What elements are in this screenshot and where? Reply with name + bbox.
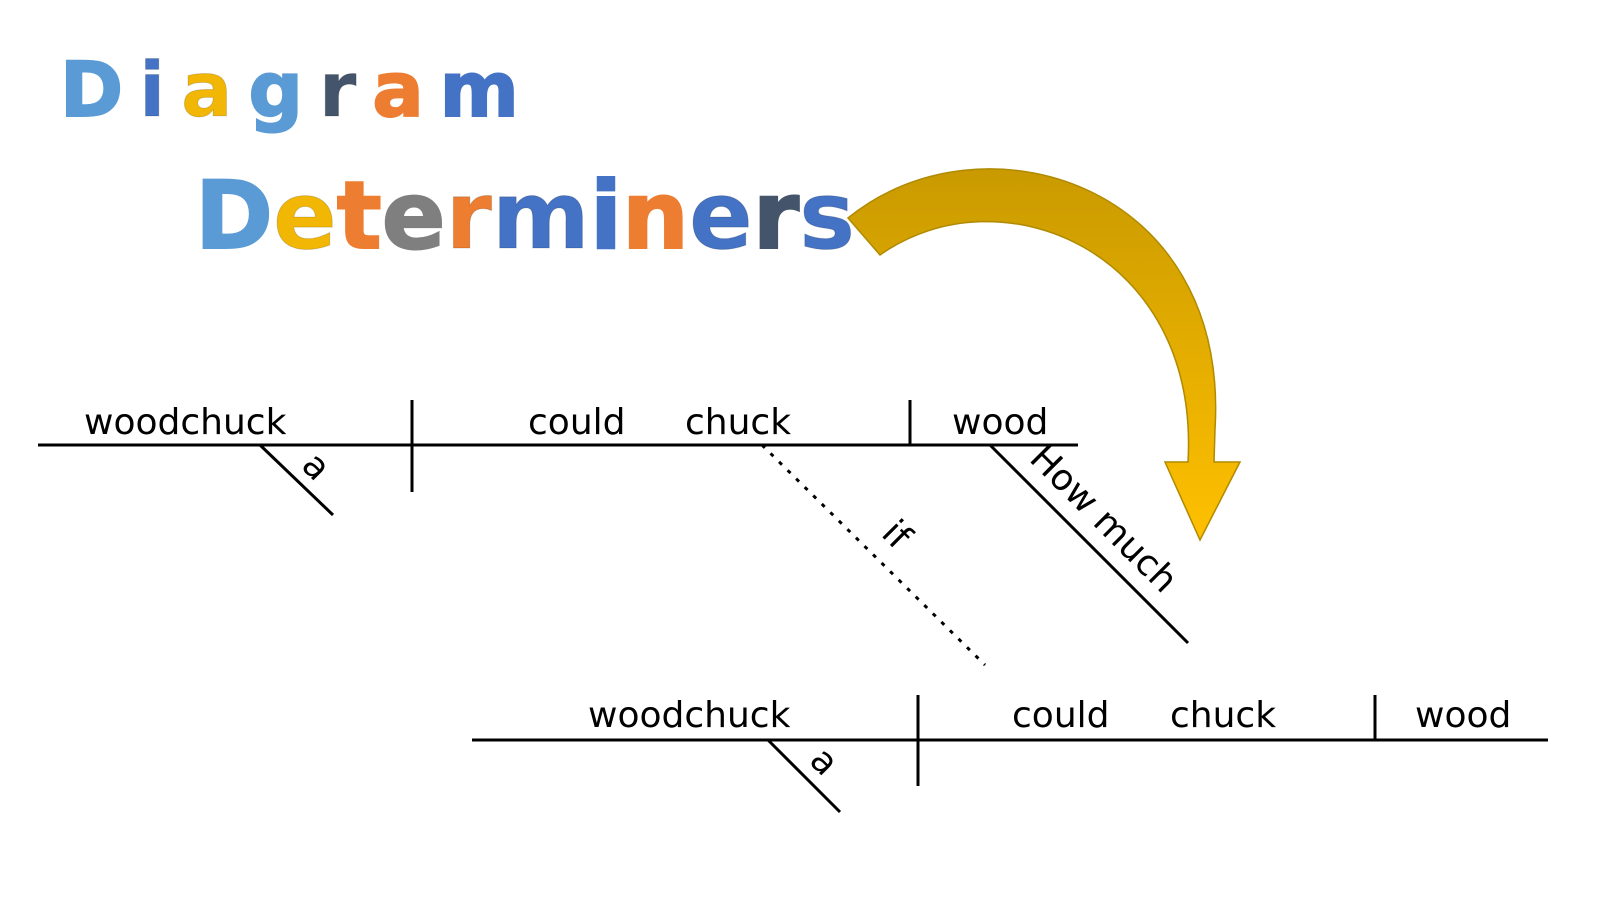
diagram-1: woodchuck could chuck wood a How much if [38,400,1190,667]
title-determiners: Determiners [194,162,856,271]
title-determiners-letter: n [621,162,690,271]
modifier-slant-a-1 [258,443,335,517]
modifier-slant-a-2 [766,738,842,814]
title-determiners-letter: t [336,162,383,271]
title-determiners-letter: e [381,162,447,271]
title-determiners-letter: r [445,162,492,271]
modifier-slant-howmuch [988,443,1190,645]
verb-helper-text-1: could [528,402,626,443]
connector-text: if [874,512,920,558]
verb-text-1: chuck [685,402,791,443]
object-text-1: wood [952,402,1048,443]
object-modifier-text-1: How much [1022,437,1186,601]
title-diagram-letter: a [181,45,233,134]
title-diagram-letter: D [59,45,124,134]
title-determiners-letter: r [752,162,800,271]
subject-text-1: woodchuck [84,402,287,443]
verb-helper-text-2: could [1012,695,1110,736]
title-determiners-letter: s [799,162,856,271]
title-determiners-letter: m [491,162,590,271]
connector-dotted [760,443,987,667]
title-diagram-letter: a [371,45,424,134]
verb-text-2: chuck [1170,695,1276,736]
title-determiners-letter: e [273,162,338,271]
object-text-2: wood [1415,695,1511,736]
diagram-2: woodchuck could chuck wood a [472,695,1548,814]
title-determiners-letter: i [589,162,623,271]
title-determiners-letter: D [194,162,274,271]
title-diagram-letter: i [139,45,166,134]
title-determiners-letter: e [688,162,753,271]
subject-text-2: woodchuck [588,695,791,736]
title-diagram-letter: r [318,45,357,134]
title-diagram-letter: g [247,45,303,134]
title-diagram-letter: m [439,45,520,134]
curved-arrow [846,168,1242,542]
subject-modifier-text-2: a [802,739,847,784]
